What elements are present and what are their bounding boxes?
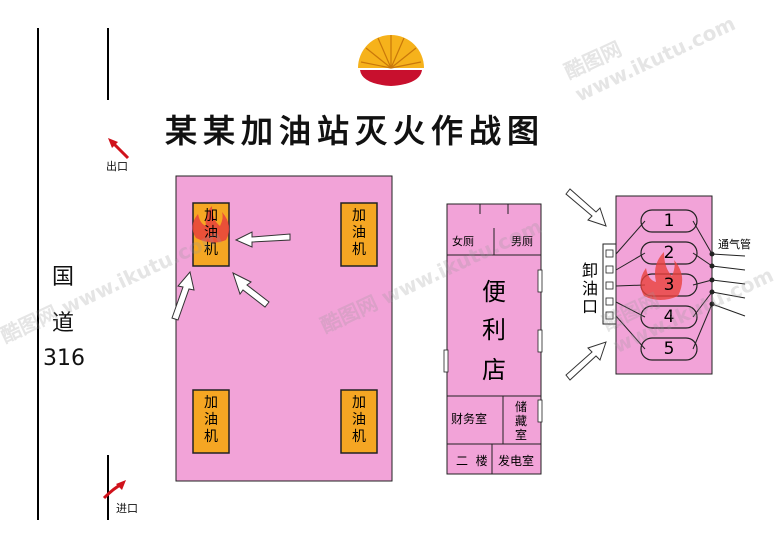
pump-1-label: 加油机 [204, 208, 218, 258]
road-char-2: 道 [51, 311, 74, 336]
power-room-label: 发电室 [498, 454, 535, 468]
tank-5-number: 5 [663, 339, 675, 359]
unload-port [602, 243, 617, 325]
road-number: 316 [43, 346, 85, 371]
fire-icon-tank [640, 252, 683, 300]
second-floor-label: 二 楼 [456, 454, 488, 468]
tank-1-number: 1 [663, 211, 675, 231]
unload-port-label: 卸油口 [582, 261, 599, 316]
entrance-label: 进口 [116, 502, 138, 515]
pump-3-label: 加油机 [204, 395, 218, 445]
fuel-pump-4 [340, 389, 378, 454]
attack-arrows-tank [565, 188, 607, 381]
vent-pipe-label: 通气管 [718, 238, 751, 251]
pump-2-label: 加油机 [352, 208, 366, 258]
entrance-arrow-icon [102, 480, 126, 500]
store-doors [443, 269, 543, 423]
tank-2-number: 2 [663, 243, 675, 263]
vent-pipe-joints [709, 251, 715, 307]
fire-icon-pump [192, 206, 230, 243]
storage-room-label: 储藏室 [515, 400, 528, 442]
store-name-char-3: 店 [482, 356, 506, 384]
mens-restroom-label: 男厕 [511, 235, 533, 248]
store-name-char-1: 便 [482, 278, 506, 306]
exit-arrow-icon [108, 138, 130, 160]
store-walls [447, 204, 541, 474]
attack-arrows-pump [171, 231, 291, 321]
tank-4-number: 4 [663, 307, 675, 327]
store-name-char-2: 利 [482, 316, 506, 344]
womens-restroom-label: 女厕 [452, 235, 474, 248]
fuel-pump-3 [192, 389, 230, 454]
fuel-pump-2 [340, 202, 378, 267]
page-title: 某某加油站灭火作战图 [165, 112, 546, 150]
road-char-1: 国 [51, 265, 74, 290]
unload-pipes [615, 220, 646, 350]
vent-pipes [692, 220, 746, 350]
company-logo [358, 35, 424, 86]
finance-room-label: 财务室 [451, 412, 488, 426]
exit-label: 出口 [106, 160, 128, 173]
tank-3-number: 3 [663, 275, 675, 295]
pump-4-label: 加油机 [352, 395, 366, 445]
